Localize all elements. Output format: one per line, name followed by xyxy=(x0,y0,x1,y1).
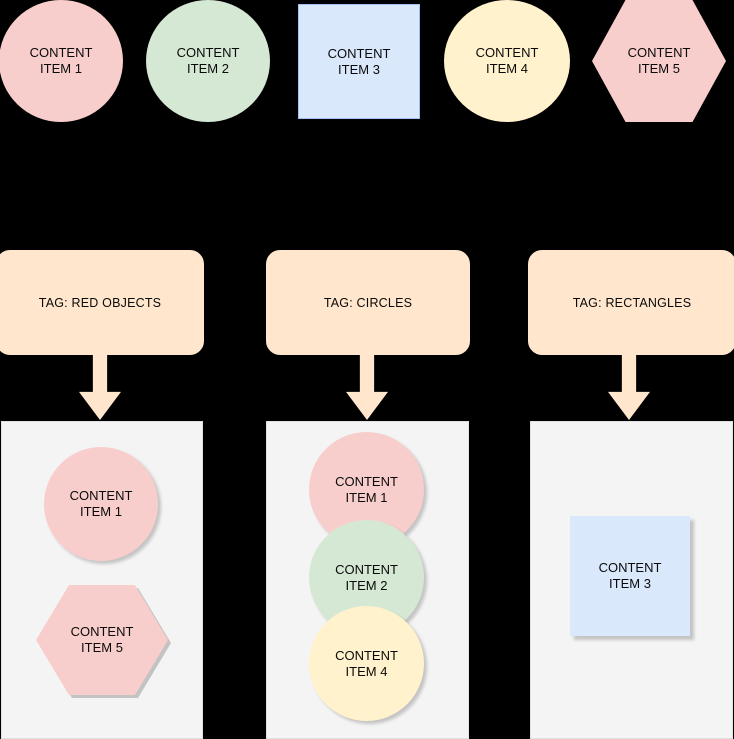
source-item-4[interactable]: CONTENT ITEM 4 xyxy=(444,0,570,122)
source-item-2-label: CONTENT ITEM 2 xyxy=(176,45,240,76)
group-red-objects-member-1-label: CONTENT ITEM 1 xyxy=(69,488,133,519)
source-item-5-label: CONTENT ITEM 5 xyxy=(627,45,691,76)
tag-box-rectangles-label: TAG: RECTANGLES xyxy=(572,295,692,310)
tag-box-red-objects[interactable]: TAG: RED OBJECTS xyxy=(0,250,204,355)
source-item-4-label: CONTENT ITEM 4 xyxy=(475,45,539,76)
group-red-objects-member-1[interactable]: CONTENT ITEM 1 xyxy=(44,447,158,561)
tag-box-circles-label: TAG: CIRCLES xyxy=(323,295,413,310)
tag-box-circles[interactable]: TAG: CIRCLES xyxy=(266,250,470,355)
source-item-2[interactable]: CONTENT ITEM 2 xyxy=(146,0,270,122)
group-circles-member-3[interactable]: CONTENT ITEM 4 xyxy=(309,606,424,721)
group-circles-member-1-label: CONTENT ITEM 1 xyxy=(335,473,398,505)
group-circles-member-3-label: CONTENT ITEM 4 xyxy=(335,647,398,679)
group-circles-member-2-label: CONTENT ITEM 2 xyxy=(335,561,398,593)
source-item-3[interactable]: CONTENT ITEM 3 xyxy=(298,4,420,119)
tag-box-rectangles[interactable]: TAG: RECTANGLES xyxy=(528,250,734,355)
arrow-down-icon-rectangles xyxy=(608,353,650,420)
tag-box-red-objects-label: TAG: RED OBJECTS xyxy=(38,295,162,310)
group-red-objects-member-2-label: CONTENT ITEM 5 xyxy=(70,624,134,655)
source-item-5[interactable]: CONTENT ITEM 5 xyxy=(592,0,726,122)
group-rectangles-member-1-label: CONTENT ITEM 3 xyxy=(598,560,662,591)
source-item-1[interactable]: CONTENT ITEM 1 xyxy=(0,0,123,122)
source-item-3-label: CONTENT ITEM 3 xyxy=(327,45,391,77)
arrow-down-icon-circles xyxy=(346,353,388,420)
arrow-down-icon-red-objects xyxy=(79,353,121,420)
group-rectangles-member-1[interactable]: CONTENT ITEM 3 xyxy=(570,516,690,636)
source-item-1-label: CONTENT ITEM 1 xyxy=(29,45,93,76)
